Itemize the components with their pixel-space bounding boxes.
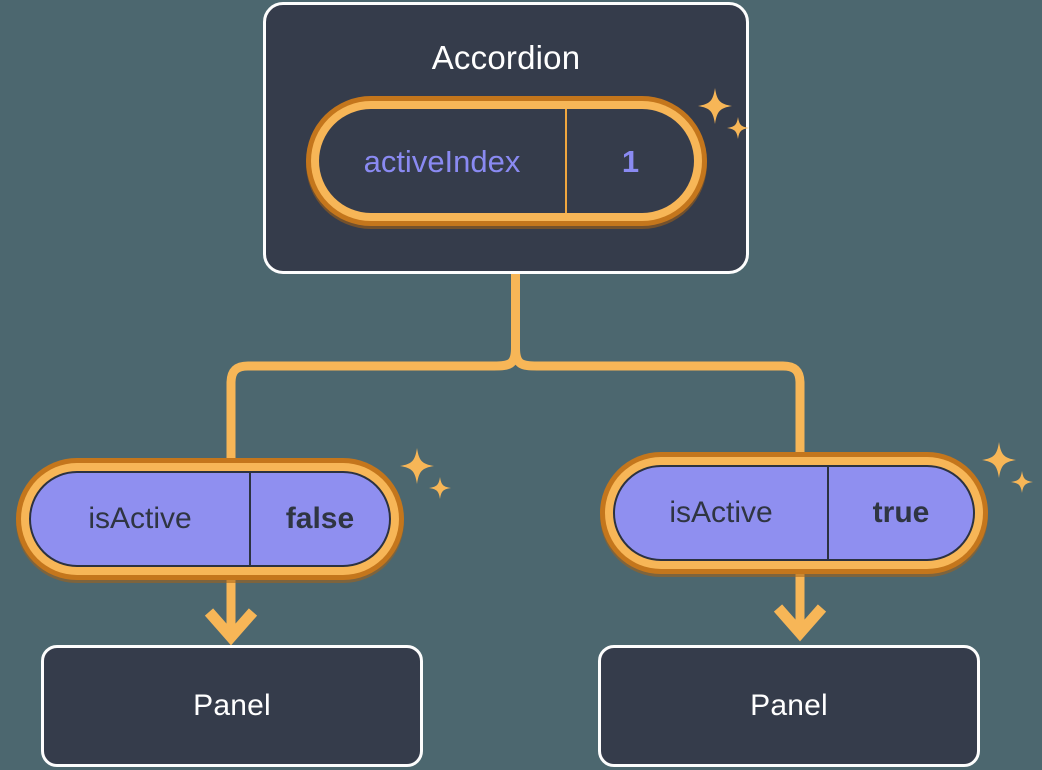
state-pill-body: isActive false xyxy=(29,471,391,567)
state-pill-ring: isActive true xyxy=(605,457,983,569)
panel-title: Panel xyxy=(193,689,271,722)
state-pill-is-active-false[interactable]: isActive false xyxy=(16,458,404,580)
state-pill-value: 1 xyxy=(621,143,640,179)
state-pill-body: isActive true xyxy=(613,465,975,561)
panel-title: Panel xyxy=(750,689,828,722)
state-pill-value: false xyxy=(285,502,355,535)
root-component-title: Accordion xyxy=(431,39,581,76)
sparkle-large-icon xyxy=(400,448,434,484)
sparkle-small-icon xyxy=(429,477,451,499)
state-pill-key: activeIndex xyxy=(319,109,567,213)
connector-branch-right xyxy=(511,347,805,456)
panel-card-left[interactable]: Panel xyxy=(41,645,423,767)
sparkle-small-icon xyxy=(1011,471,1033,493)
state-pill-active-index[interactable]: activeIndex 1 xyxy=(306,96,707,226)
panel-card-right[interactable]: Panel xyxy=(598,645,980,767)
state-pill-ring: isActive false xyxy=(21,463,399,575)
state-pill-ring: activeIndex 1 xyxy=(311,101,702,221)
state-pill-key: isActive xyxy=(615,467,829,559)
arrowhead-left xyxy=(204,608,258,646)
state-pill-value: true xyxy=(872,496,930,529)
state-pill-is-active-true[interactable]: isActive true xyxy=(600,452,988,574)
arrowhead-right xyxy=(773,604,827,642)
sparkle-large-icon xyxy=(982,442,1016,478)
sparkle-group-left xyxy=(396,444,460,508)
connector-branch-left xyxy=(226,347,520,462)
state-pill-body: activeIndex 1 xyxy=(319,109,694,213)
state-pill-key: isActive xyxy=(31,473,251,565)
sparkle-group-right xyxy=(978,438,1042,502)
